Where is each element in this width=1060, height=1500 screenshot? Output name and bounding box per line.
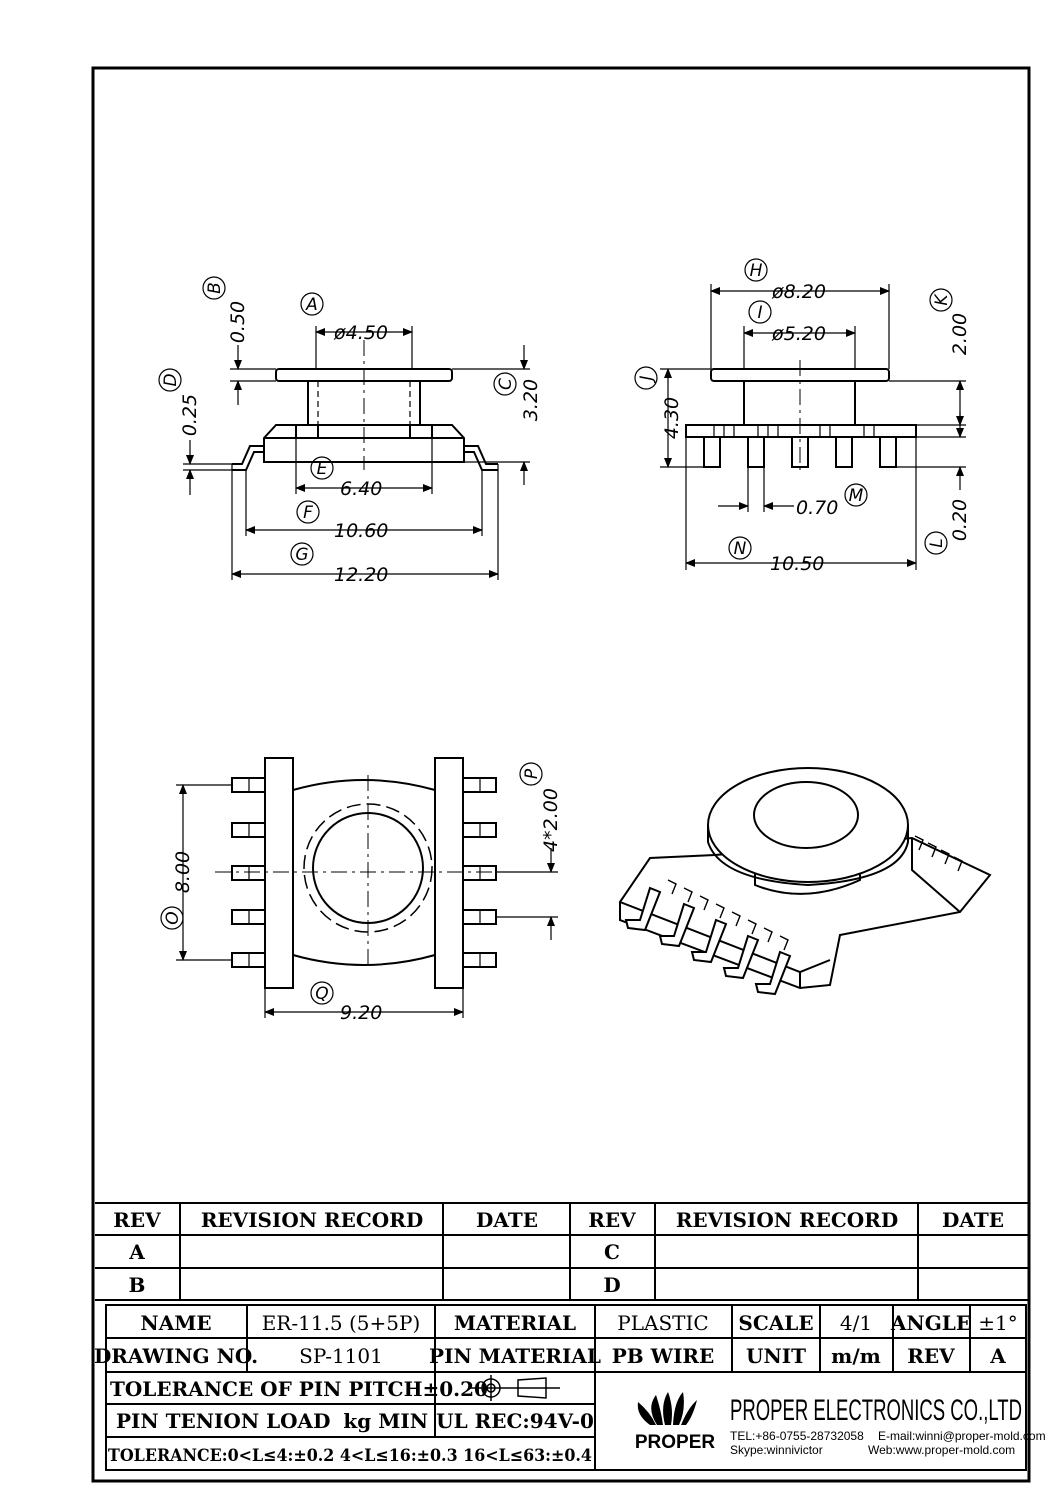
pin-material-value: PB WIRE bbox=[612, 1344, 715, 1368]
pin-tenion-load: PIN TENION LOAD bbox=[116, 1409, 330, 1433]
dim-a: ø4.50 bbox=[333, 322, 388, 344]
date-header-right: DATE bbox=[942, 1208, 1004, 1232]
company-web: Web:www.proper-mold.com bbox=[868, 1443, 1015, 1457]
dim-j: 4.30 bbox=[661, 397, 683, 439]
front-view bbox=[183, 326, 530, 580]
label-g: G bbox=[295, 545, 308, 565]
dim-b: 0.50 bbox=[227, 301, 249, 343]
label-b: B bbox=[205, 282, 225, 294]
label-f: F bbox=[303, 503, 313, 523]
unit-label: UNIT bbox=[746, 1344, 806, 1368]
dim-p: 4*2.00 bbox=[540, 788, 562, 852]
name-label: NAME bbox=[140, 1311, 211, 1335]
title-block-text: NAME ER-11.5 (5+5P) MATERIAL PLASTIC SCA… bbox=[94, 1311, 1018, 1466]
side-view-labels: H ø8.20 I ø5.20 J 4.30 K 2.00 L 0.20 M 0… bbox=[634, 258, 971, 575]
rev-c: C bbox=[604, 1240, 620, 1264]
tolerance-pin-pitch: TOLERANCE OF PIN PITCH±0.20 bbox=[110, 1377, 488, 1401]
revision-record-header-right: REVISION RECORD bbox=[676, 1208, 898, 1232]
label-j: J bbox=[637, 375, 657, 383]
rev-header-right: REV bbox=[588, 1208, 636, 1232]
label-h: H bbox=[750, 261, 763, 281]
company-name: PROPER ELECTRONICS CO.,LTD bbox=[730, 1394, 1022, 1427]
company-skype: Skype:winnivictor bbox=[730, 1443, 823, 1457]
angle-label: ANGLE bbox=[890, 1311, 971, 1335]
kg-min: kg MIN bbox=[343, 1409, 428, 1433]
revision-table-text: REV REVISION RECORD DATE REV REVISION RE… bbox=[113, 1208, 1004, 1297]
material-label: MATERIAL bbox=[454, 1311, 576, 1335]
dim-q: 9.20 bbox=[340, 1002, 382, 1024]
dim-i: ø5.20 bbox=[771, 323, 826, 345]
revision-record-header-left: REVISION RECORD bbox=[201, 1208, 423, 1232]
dim-d: 0.25 bbox=[179, 394, 201, 436]
rev-value: A bbox=[989, 1344, 1006, 1368]
dim-c: 3.20 bbox=[520, 379, 542, 421]
unit-value: m/m bbox=[831, 1344, 881, 1368]
rev-b: B bbox=[129, 1273, 146, 1297]
label-e: E bbox=[317, 459, 328, 479]
dim-k: 2.00 bbox=[949, 313, 971, 355]
top-view bbox=[176, 757, 558, 1018]
dim-f: 10.60 bbox=[334, 520, 388, 542]
label-k: K bbox=[932, 293, 952, 306]
label-a: A bbox=[305, 295, 318, 315]
rev-d: D bbox=[603, 1273, 620, 1297]
company-logo-text: PROPER bbox=[635, 1432, 716, 1453]
label-c: C bbox=[496, 378, 516, 390]
top-view-labels: O 8.00 P 4*2.00 Q 9.20 bbox=[160, 762, 562, 1024]
rev-a: A bbox=[128, 1240, 145, 1264]
front-view-labels: A ø4.50 B 0.50 C 3.20 D 0.25 E 6.40 F 10… bbox=[158, 276, 542, 586]
company-logo-icon bbox=[637, 1392, 697, 1425]
material-value: PLASTIC bbox=[617, 1311, 708, 1335]
rev-label: REV bbox=[907, 1344, 955, 1368]
dim-g: 12.20 bbox=[334, 564, 388, 586]
label-o: O bbox=[163, 911, 183, 924]
company-block: PROPER PROPER ELECTRONICS CO.,LTD TEL:+8… bbox=[635, 1392, 1046, 1457]
label-n: N bbox=[734, 539, 747, 559]
drawing-no-value: SP-1101 bbox=[299, 1344, 383, 1368]
isometric-view bbox=[619, 767, 992, 996]
ul-rec: UL REC:94V-0 bbox=[436, 1409, 594, 1433]
side-view bbox=[660, 284, 966, 570]
label-i: I bbox=[757, 303, 762, 323]
label-p: P bbox=[522, 768, 542, 779]
label-m: M bbox=[849, 486, 864, 506]
sheet-border bbox=[91, 66, 1031, 1483]
tolerance-ranges: TOLERANCE:0<L≤4:±0.2 4<L≤16:±0.3 16<L≤63… bbox=[108, 1446, 592, 1466]
dim-e: 6.40 bbox=[340, 478, 382, 500]
drawing-no-label: DRAWING NO. bbox=[94, 1344, 258, 1368]
dim-l: 0.20 bbox=[949, 499, 971, 541]
date-header-left: DATE bbox=[476, 1208, 538, 1232]
angle-value: ±1° bbox=[978, 1311, 1017, 1335]
pin-material-label: PIN MATERIAL bbox=[429, 1344, 601, 1368]
title-block bbox=[105, 1304, 1027, 1471]
company-email: E-mail:winni@proper-mold.com bbox=[878, 1429, 1046, 1443]
dim-h: ø8.20 bbox=[771, 281, 826, 303]
label-l: L bbox=[927, 538, 947, 547]
dim-n: 10.50 bbox=[770, 553, 824, 575]
projection-symbol-icon bbox=[470, 1375, 560, 1401]
revision-table bbox=[95, 1202, 1028, 1301]
company-tel: TEL:+86-0755-28732058 bbox=[730, 1429, 864, 1443]
scale-label: SCALE bbox=[738, 1311, 813, 1335]
label-d: D bbox=[161, 373, 181, 386]
rev-header-left: REV bbox=[113, 1208, 161, 1232]
dim-m: 0.70 bbox=[796, 497, 838, 519]
dim-o: 8.00 bbox=[172, 851, 194, 893]
label-q: Q bbox=[315, 984, 328, 1004]
name-value: ER-11.5 (5+5P) bbox=[262, 1311, 421, 1335]
scale-value: 4/1 bbox=[840, 1311, 872, 1335]
